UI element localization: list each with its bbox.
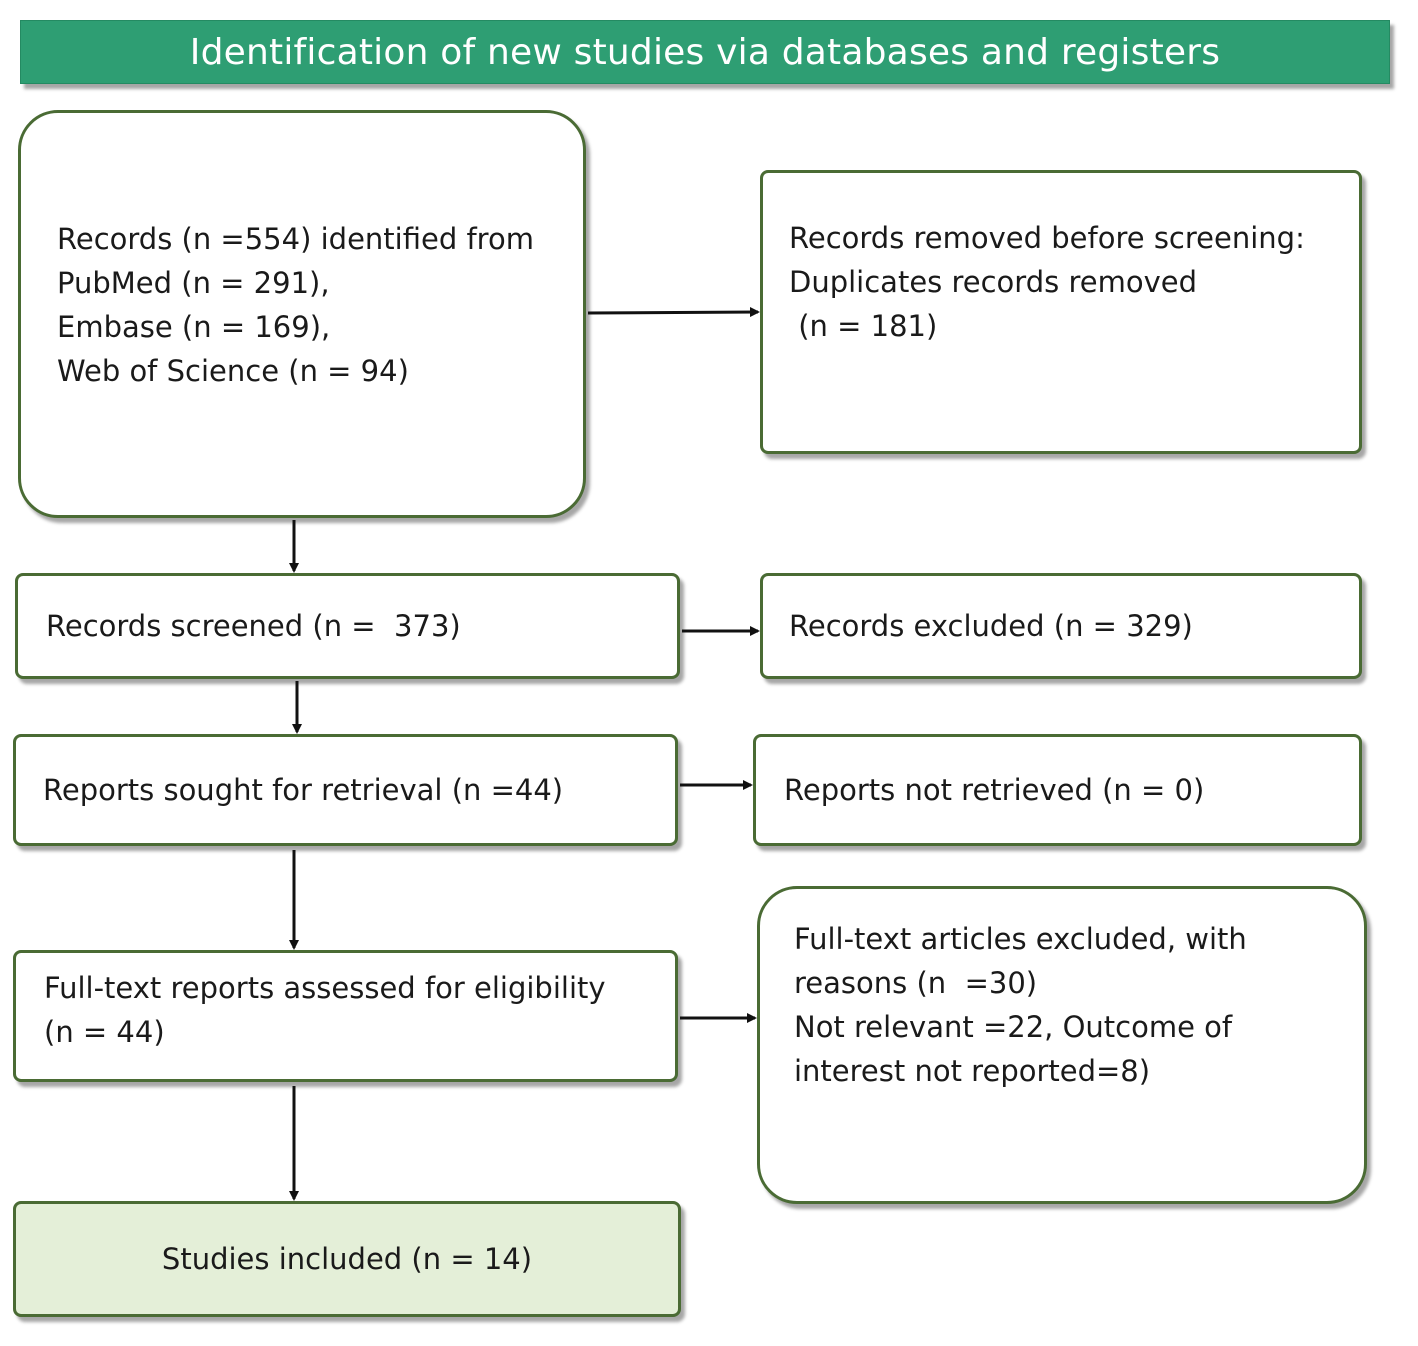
not-retrieved-label: Reports not retrieved (n = 0) [784, 773, 1205, 807]
section-banner: Identification of new studies via databa… [20, 20, 1390, 84]
sought-label: Reports sought for retrieval (n =44) [43, 773, 564, 807]
assessed-box: Full-text reports assessed for eligibili… [13, 950, 678, 1082]
assessed-line: (n = 44) [44, 1015, 165, 1049]
fulltext-excluded-line: interest not reported=8) [794, 1054, 1151, 1088]
fulltext-excluded-box: Full-text articles excluded, with reason… [757, 886, 1367, 1204]
excluded-box: Records excluded (n = 329) [760, 573, 1362, 679]
removed-line: Records removed before screening: [789, 221, 1305, 255]
screened-box: Records screened (n = 373) [15, 573, 680, 679]
arrow-to-removed [587, 307, 760, 318]
included-label: Studies included (n = 14) [161, 1242, 533, 1276]
removed-line: (n = 181) [789, 309, 938, 343]
sought-box: Reports sought for retrieval (n =44) [13, 734, 678, 846]
removed-box: Records removed before screening: Duplic… [760, 170, 1362, 454]
identification-line: Embase (n = 169), [57, 310, 331, 344]
included-box: Studies included (n = 14) [13, 1201, 681, 1317]
identification-line: PubMed (n = 291), [57, 266, 330, 300]
removed-line: Duplicates records removed [789, 265, 1197, 299]
identification-line: Web of Science (n = 94) [57, 354, 409, 388]
not-retrieved-box: Reports not retrieved (n = 0) [753, 734, 1362, 846]
identification-box: Records (n =554) identified from PubMed … [18, 110, 586, 518]
assessed-line: Full-text reports assessed for eligibili… [44, 971, 606, 1005]
section-title: Identification of new studies via databa… [189, 31, 1221, 73]
fulltext-excluded-line: Not relevant =22, Outcome of [794, 1010, 1233, 1044]
fulltext-excluded-line: Full-text articles excluded, with [794, 922, 1247, 956]
fulltext-excluded-line: reasons (n =30) [794, 966, 1038, 1000]
identification-line: Records (n =554) identified from [57, 222, 534, 256]
screened-label: Records screened (n = 373) [46, 609, 461, 643]
excluded-label: Records excluded (n = 329) [789, 609, 1193, 643]
